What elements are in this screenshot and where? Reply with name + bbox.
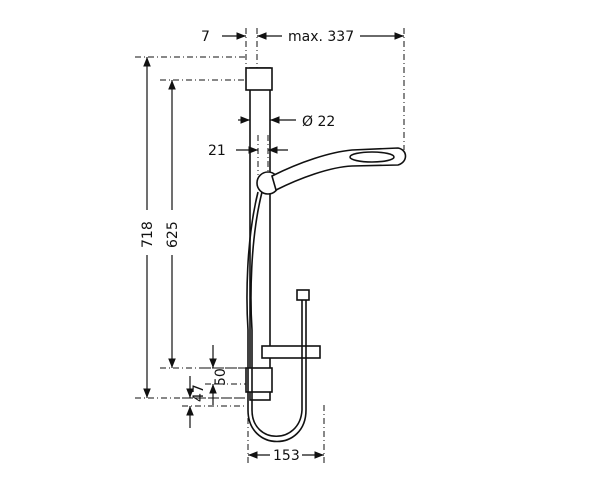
hand-shower	[271, 147, 407, 192]
dimension-overall-height: 718	[135, 56, 246, 399]
dimension-diameter: Ø 22	[238, 114, 335, 130]
spray-face	[349, 151, 395, 163]
dimension-mount-spacing: 625	[160, 79, 246, 369]
dim-top-offset: 7	[201, 29, 210, 45]
dim-upper-bracket: 50	[213, 368, 229, 386]
dim-holder-offset: 21	[208, 143, 226, 159]
bottom-wall-bracket	[245, 367, 273, 393]
dim-overall-height: 718	[140, 221, 156, 248]
dim-rail-diameter: Ø 22	[302, 114, 335, 130]
dim-max-reach: max. 337	[288, 29, 354, 45]
dimension-holder-offset: 21	[208, 135, 288, 175]
dimension-hose-width: 153	[247, 405, 325, 465]
dimension-lower-bracket: 47	[182, 376, 246, 428]
dimension-top: 7 max. 337	[201, 28, 405, 150]
dim-lower-bracket: 47	[191, 384, 207, 402]
shelf	[261, 345, 321, 359]
dimension-upper-bracket: 50	[205, 345, 246, 405]
dim-hose-width: 153	[273, 448, 300, 464]
top-wall-bracket	[245, 67, 273, 91]
shower-hose	[250, 191, 303, 437]
dim-mount-spacing: 625	[165, 221, 181, 248]
hose-connector	[296, 289, 310, 301]
